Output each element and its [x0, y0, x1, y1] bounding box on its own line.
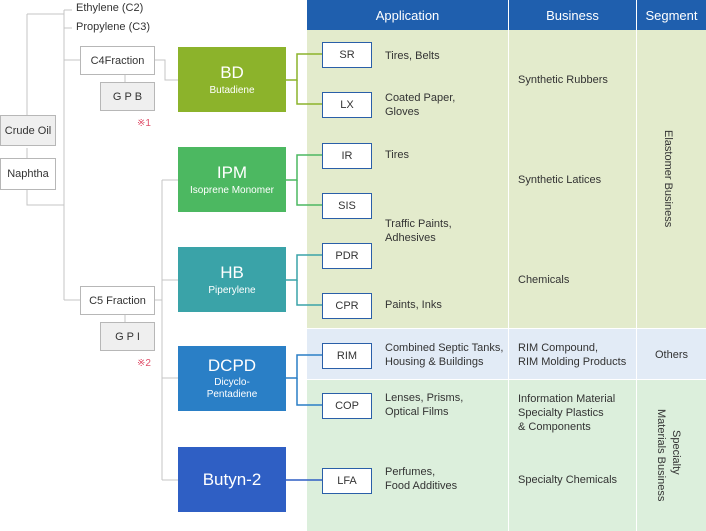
- application-rim-2: Housing & Buildings: [385, 356, 484, 368]
- segment-elastomer: Elastomer Business: [662, 130, 674, 228]
- business-rim-1: RIM Compound,: [518, 342, 599, 354]
- derivative-sis: SIS: [322, 193, 372, 219]
- product-butyn: Butyn-2: [178, 447, 286, 512]
- derivative-ir: IR: [322, 143, 372, 169]
- application-cop-2: Optical Films: [385, 406, 449, 418]
- application-ir: Tires: [385, 149, 410, 161]
- application-cpr: Paints, Inks: [385, 299, 442, 311]
- note-2: ※2: [137, 358, 151, 369]
- application-rim-1: Combined Septic Tanks,: [385, 342, 504, 354]
- segment-others: Others: [654, 349, 688, 361]
- derivative-rim: RIM: [322, 343, 372, 369]
- application-lfa-2: Food Additives: [385, 480, 458, 492]
- product-dcpd: DCPD Dicyclo- Pentadiene: [178, 346, 286, 411]
- product-hb-sub: Piperylene: [208, 284, 256, 296]
- business-info-2: Specialty Plastics: [518, 407, 604, 419]
- business-info-3: & Components: [518, 421, 591, 433]
- segment-specialty-1: Specialty: [670, 429, 682, 475]
- derivative-cpr: CPR: [322, 293, 372, 319]
- business-rim-2: RIM Molding Products: [518, 356, 627, 368]
- band-separator-1: [307, 328, 706, 329]
- application-sis-1: Traffic Paints,: [385, 218, 452, 230]
- application-lfa-1: Perfumes,: [385, 466, 436, 478]
- product-bd: BD Butadiene: [178, 47, 286, 112]
- derivative-lfa: LFA: [322, 468, 372, 494]
- segment-specialty-2: Materials Business: [655, 408, 667, 502]
- band-separator-2: [307, 379, 706, 380]
- c4-fraction-box: C4Fraction: [80, 46, 155, 75]
- application-cop-1: Lenses, Prisms,: [385, 392, 464, 404]
- application-sr: Tires, Belts: [385, 50, 440, 62]
- product-hb: HB Piperylene: [178, 247, 286, 312]
- specialty-band: [307, 380, 706, 531]
- naphtha-box: Naphtha: [0, 158, 56, 190]
- ethylene-label: Ethylene (C2): [76, 2, 144, 14]
- derivative-lx: LX: [322, 92, 372, 118]
- product-dcpd-sub-1: Dicyclo-: [214, 377, 250, 388]
- derivative-cop: COP: [322, 393, 372, 419]
- header-segment: Segment: [637, 0, 706, 30]
- product-bd-sub: Butadiene: [209, 84, 255, 96]
- product-ipm: IPM Isoprene Monomer: [178, 147, 286, 212]
- divider-business-segment: [636, 0, 637, 531]
- note-1: ※1: [137, 118, 151, 129]
- gpb-box: G P B: [100, 82, 155, 111]
- product-bd-name: BD: [220, 62, 244, 82]
- gpi-box: G P I: [100, 322, 155, 351]
- header-business: Business: [509, 0, 636, 30]
- product-butyn-name: Butyn-2: [202, 469, 262, 489]
- product-ipm-sub: Isoprene Monomer: [190, 184, 274, 196]
- derivative-pdr: PDR: [322, 243, 372, 269]
- business-synthetic-latices: Synthetic Latices: [518, 174, 602, 186]
- business-specialty-chemicals: Specialty Chemicals: [518, 474, 618, 486]
- elastomer-band: [307, 30, 706, 328]
- others-band: [307, 329, 706, 379]
- business-synthetic-rubbers: Synthetic Rubbers: [518, 74, 608, 86]
- derivative-sr: SR: [322, 42, 372, 68]
- crude-oil-box: Crude Oil: [0, 115, 56, 146]
- propylene-label: Propylene (C3): [76, 21, 150, 33]
- product-ipm-name: IPM: [216, 162, 248, 182]
- business-info-1: Information Material: [518, 393, 616, 405]
- application-sis-2: Adhesives: [385, 232, 436, 244]
- product-dcpd-name: DCPD: [207, 356, 257, 375]
- application-lx-2: Gloves: [385, 106, 420, 118]
- product-dcpd-sub-2: Pentadiene: [206, 389, 258, 400]
- c5-fraction-box: C5 Fraction: [80, 286, 155, 315]
- business-chemicals: Chemicals: [518, 274, 570, 286]
- divider-app-business: [508, 0, 509, 531]
- application-lx-1: Coated Paper,: [385, 92, 456, 104]
- product-hb-name: HB: [220, 262, 244, 282]
- header-application: Application: [307, 0, 508, 30]
